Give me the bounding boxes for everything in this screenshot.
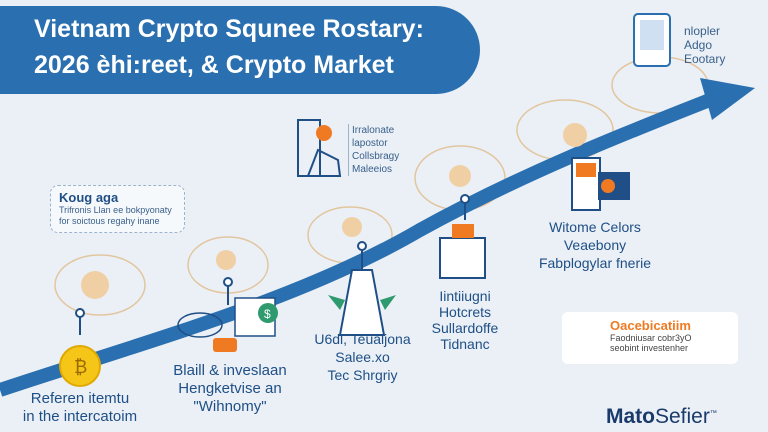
page-title-line2: 2026 èhi:reet, & Crypto Market bbox=[34, 51, 394, 79]
atm-machine-icon bbox=[439, 224, 486, 279]
tablet-icon bbox=[633, 13, 671, 67]
svg-text:₿: ₿ bbox=[74, 357, 87, 377]
map-pin-icon bbox=[297, 119, 342, 177]
brand-logo: MatoSefier™ bbox=[606, 405, 717, 428]
arrow-head bbox=[700, 78, 755, 120]
pin-connectors bbox=[75, 194, 470, 335]
finance-sketch-icon: $ bbox=[177, 297, 278, 352]
milestone-dots bbox=[81, 123, 587, 299]
growth-arrow bbox=[0, 89, 723, 397]
title-banner bbox=[0, 6, 480, 94]
callout-box: Koug aga Trifronis Llan ee bokpyonaty fo… bbox=[50, 185, 185, 233]
info-card: Oacebicatiim Faodniusar cobr3yO seobint … bbox=[562, 312, 738, 364]
svg-text:$: $ bbox=[264, 307, 271, 321]
mobile-payment-icon bbox=[571, 157, 630, 211]
page-title-line1: Vietnam Crypto Squnee Rostary: bbox=[34, 15, 424, 43]
temple-icon bbox=[328, 269, 396, 336]
bitcoin-coin-icon bbox=[59, 345, 101, 387]
